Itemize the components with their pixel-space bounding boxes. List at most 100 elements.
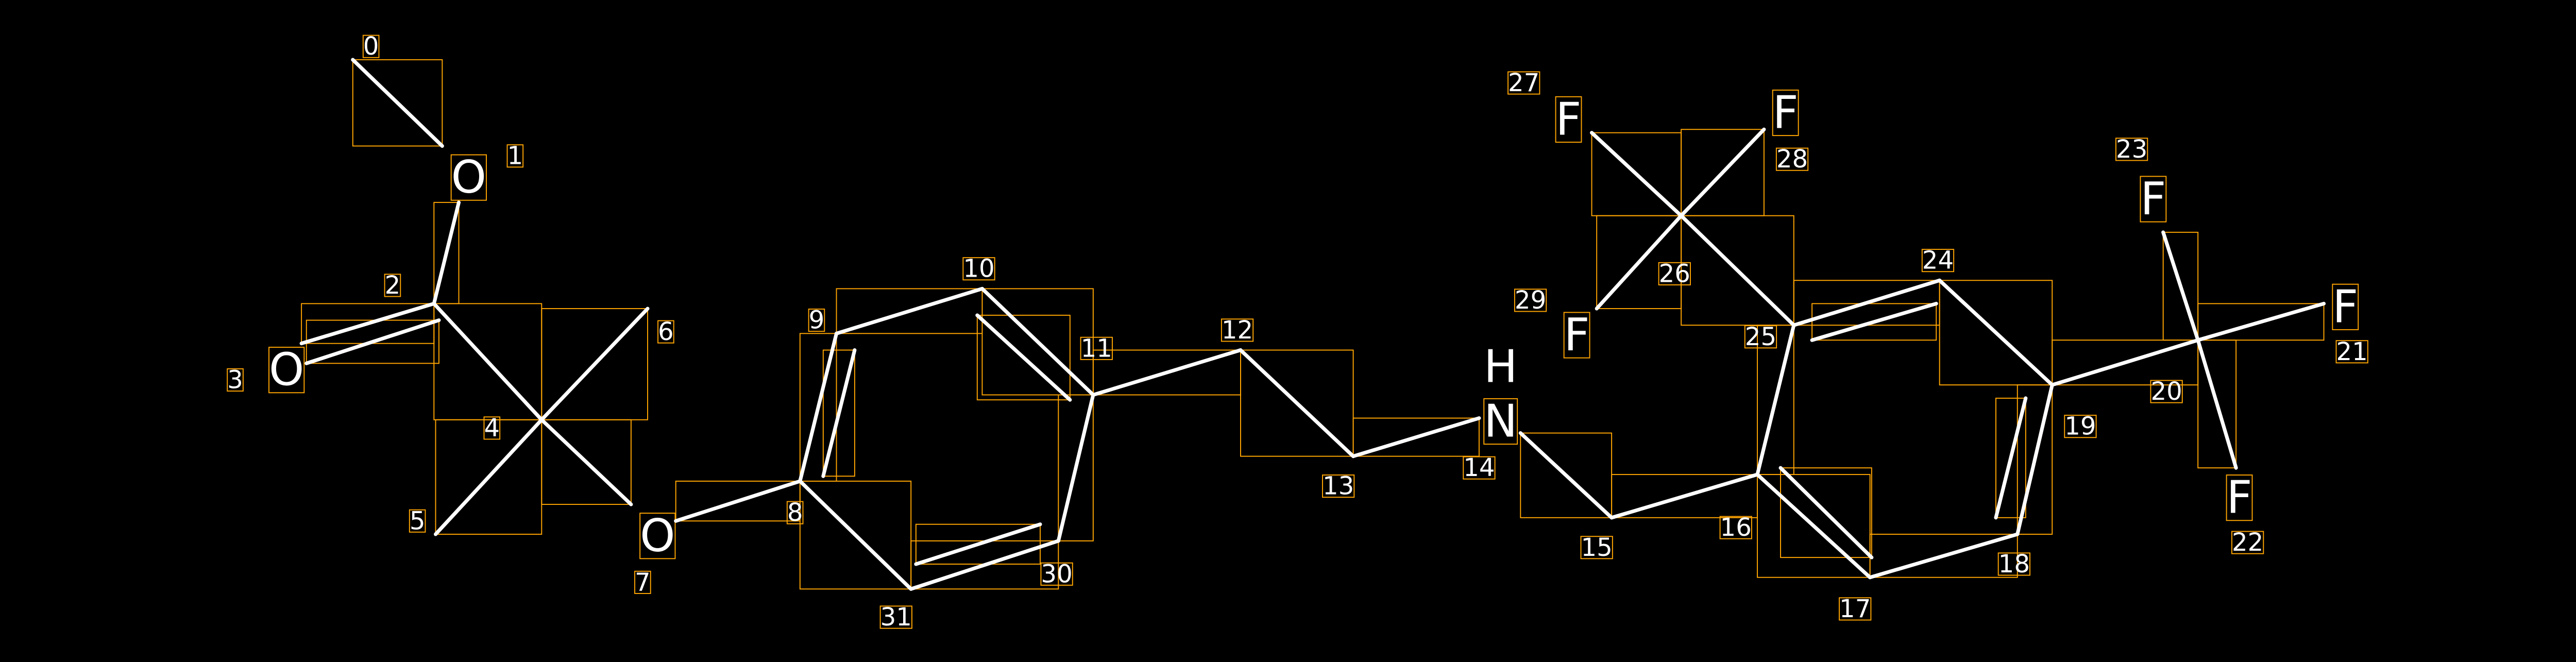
bond-bounding-box: [541, 419, 632, 505]
label-bounding-box: [506, 144, 524, 168]
label-bounding-box: [1580, 536, 1613, 559]
atom-element-label: F: [1773, 87, 1799, 139]
bond-line: [1056, 393, 1095, 543]
bond-line: [1590, 131, 1683, 218]
atom-index-label: 26: [1659, 259, 1690, 288]
bond-bounding-box: [2197, 340, 2237, 469]
atom-index-label: 1: [507, 142, 523, 171]
bond-line: [1595, 214, 1683, 311]
label-bounding-box: [962, 257, 995, 281]
bond-bounding-box: [1995, 397, 2026, 518]
bond-bounding-box: [1352, 417, 1480, 457]
bond-line: [1755, 323, 1796, 477]
label-bounding-box: [1514, 288, 1547, 312]
bond-line: [1239, 348, 1355, 459]
bond-line: [433, 418, 544, 536]
label-bounding-box: [450, 154, 487, 201]
bond-bounding-box: [2162, 231, 2199, 341]
label-bounding-box: [1719, 516, 1752, 539]
label-bounding-box: [2064, 415, 2097, 438]
label-bounding-box: [1997, 552, 2030, 576]
bond-bounding-box: [1058, 394, 1094, 541]
bond-line: [674, 479, 802, 523]
bond-line: [980, 286, 1095, 397]
bond-line: [2050, 338, 2200, 387]
label-bounding-box: [1221, 318, 1254, 342]
bond-line: [2015, 383, 2054, 536]
atom-index-label: 6: [658, 317, 674, 346]
label-bounding-box: [1507, 71, 1540, 95]
label-bounding-box: [362, 35, 380, 58]
bond-line: [975, 313, 1072, 402]
bond-line: [1518, 431, 1614, 520]
atom-index-label: 10: [963, 254, 994, 283]
label-bounding-box: [2332, 283, 2359, 330]
label-bounding-box: [409, 509, 426, 533]
bond-line: [1810, 301, 1938, 342]
atom-index-label: 11: [1081, 334, 1112, 363]
atom-index-label: 17: [1839, 595, 1871, 623]
bond-bounding-box: [1240, 349, 1354, 457]
label-bounding-box: [639, 513, 676, 559]
bond-bounding-box: [799, 480, 912, 590]
label-bounding-box: [483, 416, 501, 440]
atom-element-label: F: [1556, 93, 1582, 145]
bonds: [299, 58, 2326, 591]
bond-line: [304, 318, 441, 365]
bond-bounding-box: [976, 314, 1071, 401]
label-bounding-box: [1772, 89, 1799, 137]
atom-index-label: 30: [1041, 559, 1072, 588]
bond-line: [909, 539, 1060, 591]
bond-line: [821, 348, 857, 478]
hydrogen-label: H: [1484, 341, 1517, 393]
bond-line: [432, 200, 461, 305]
label-bounding-box: [2226, 474, 2253, 521]
label-bounding-box: [1483, 398, 1518, 445]
label-bounding-box: [2231, 531, 2264, 554]
bond-line: [2161, 230, 2200, 342]
atom-index-label: 27: [1508, 69, 1539, 97]
atom-index-label: 5: [410, 506, 426, 535]
label-bounding-box: [1463, 456, 1496, 480]
label-bounding-box: [2150, 380, 2183, 403]
atom-element-label: N: [1484, 395, 1517, 447]
atom-index-label: 28: [1776, 145, 1808, 174]
atom-index-label: 4: [484, 414, 500, 443]
bond-line: [1938, 278, 2054, 387]
bond-bounding-box: [981, 288, 1094, 396]
bond-bounding-box: [1681, 129, 1765, 216]
bond-bounding-box: [1811, 303, 1937, 341]
annotation-boxes: [227, 35, 2368, 629]
atom-element-label: O: [269, 344, 304, 396]
atom-element-label: F: [2140, 173, 2166, 225]
atom-index-label: 25: [1745, 322, 1776, 351]
atom-index-label: 9: [809, 306, 825, 335]
bond-bounding-box: [352, 59, 443, 147]
bond-line: [432, 301, 544, 422]
bond-line: [834, 286, 984, 335]
bond-line: [1679, 214, 1796, 327]
atom-index-label: 29: [1515, 286, 1546, 315]
atom-element-label: F: [2332, 281, 2358, 333]
label-bounding-box: [2115, 138, 2148, 161]
bond-line: [1792, 278, 1942, 327]
bond-bounding-box: [1939, 280, 2053, 386]
atom-index-label: 14: [1463, 453, 1495, 482]
atom-index-label: 22: [2232, 528, 2263, 557]
bond-line: [798, 331, 839, 483]
atom-index-label: 12: [1222, 316, 1253, 345]
label-bounding-box: [2140, 176, 2167, 223]
atom-index-label: 18: [1998, 550, 2030, 579]
label-bounding-box: [2335, 340, 2368, 364]
label-bounding-box: [1775, 147, 1809, 171]
bond-line: [299, 301, 436, 346]
bond-line: [1755, 472, 1872, 580]
bond-line: [2196, 338, 2238, 470]
atom-index-label: 21: [2336, 337, 2368, 366]
atom-index-label: 16: [1720, 513, 1752, 542]
atom-index-label: 31: [880, 603, 912, 632]
label-bounding-box: [1080, 336, 1113, 360]
bond-line: [1351, 416, 1481, 459]
label-bounding-box: [268, 347, 305, 394]
